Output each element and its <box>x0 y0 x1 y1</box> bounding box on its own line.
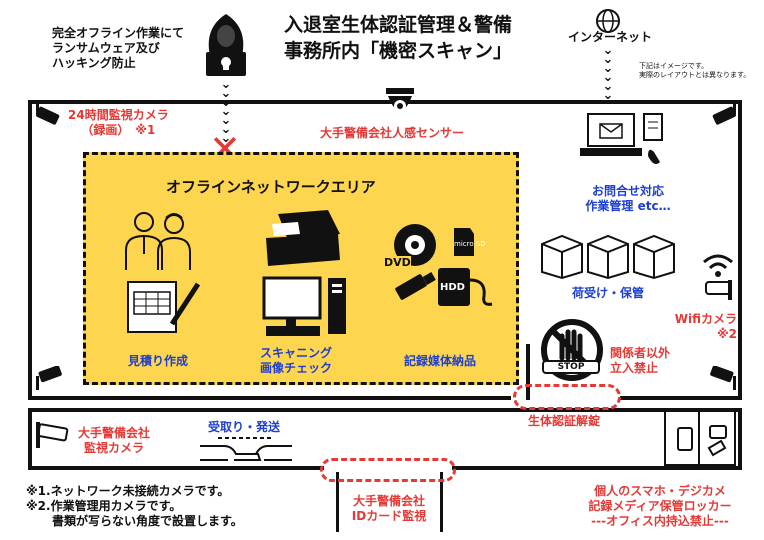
staff-icon <box>125 212 191 270</box>
usb-stick-icon <box>395 272 436 300</box>
biometric-door-zone <box>513 384 621 410</box>
lower-wall-left <box>28 408 32 468</box>
internet-arrows: ⌄⌄⌄⌄⌄⌄ <box>602 43 614 103</box>
gate-right-post <box>440 472 443 532</box>
scanning-label: スキャニング 画像チェック <box>259 346 332 375</box>
estimate-document-icon <box>127 281 201 333</box>
camera-icon-top-left <box>36 100 60 125</box>
dvd-label: DVD <box>384 256 411 269</box>
wall-top <box>28 100 742 104</box>
dome-sensor-icon <box>386 88 414 112</box>
id-gate-zone <box>320 458 456 482</box>
cardboard-boxes-icon <box>541 234 675 280</box>
security-camera-label: 大手警備会社 監視カメラ <box>77 426 150 455</box>
id-check-label: 大手警備会社 IDカード監視 <box>351 494 427 523</box>
lower-wall-right <box>738 408 742 468</box>
camera-24h-label: 24時間監視カメラ （録画） ※1 <box>68 108 169 137</box>
camera-icon-bottom-right <box>710 366 736 390</box>
wifi-camera-label: Wifiカメラ ※2 <box>674 312 737 341</box>
wall-left <box>28 100 32 400</box>
internet-label: インターネット <box>568 30 653 44</box>
locker-icon <box>664 410 736 466</box>
biometric-label: 生体認証解錠 <box>528 414 601 428</box>
dvd-disc-icon <box>394 224 436 266</box>
microsd-label: micro SD <box>454 240 486 248</box>
sensor-label: 大手警備会社人感センサー <box>320 126 465 140</box>
estimate-label: 見積り作成 <box>128 354 189 368</box>
lower-wall-bottom-right <box>452 466 742 470</box>
inquiry-label: お問合せ対応 作業管理 etc… <box>585 184 671 213</box>
lower-wall-top <box>28 408 742 412</box>
globe-icon <box>596 9 620 33</box>
wall-mid-right <box>620 396 742 400</box>
locker-label: 個人のスマホ・デジカメ 記録メディア保管ロッカー ---オフィス内持込禁止--- <box>588 484 732 528</box>
footnotes: ※1.ネットワーク未接続カメラです。 ※2.作業管理用カメラです。 書類が写らな… <box>26 484 243 528</box>
handover-hands-icon <box>200 437 292 461</box>
camera-icon-bottom-left <box>36 366 62 390</box>
media-delivery-label: 記録媒体納品 <box>404 354 477 368</box>
hdd-label: HDD <box>440 282 465 293</box>
security-camera-icon <box>36 422 69 448</box>
door-post <box>526 344 530 400</box>
office-laptop-icon <box>580 113 663 164</box>
microsd-card-icon <box>454 228 474 256</box>
receiving-label: 荷受け・保管 <box>572 286 645 300</box>
scanner-icon <box>266 210 340 266</box>
handover-label: 受取り・発送 <box>208 420 281 434</box>
stop-badge: STOP <box>542 360 600 374</box>
camera-icon-top-right <box>712 100 736 125</box>
wall-mid-left <box>28 396 511 400</box>
gate-left-post <box>336 472 339 532</box>
hacker-icon <box>206 14 246 76</box>
page-title: 入退室生体認証管理＆警備 事務所内「機密スキャン」 <box>283 14 512 62</box>
no-entry-label: 関係者以外 立入禁止 <box>610 346 671 375</box>
desktop-pc-icon <box>262 276 346 336</box>
wall-right <box>738 100 742 400</box>
hacker-note: 完全オフライン作業にて ランサムウェア及び ハッキング防止 <box>52 26 185 70</box>
lower-wall-bottom-left <box>28 466 324 470</box>
hdd-icon <box>438 268 493 306</box>
zone-title: オフラインネットワークエリア <box>166 178 376 196</box>
wifi-camera-icon <box>703 254 733 300</box>
disclaimer: 下記はイメージです。 実際のレイアウトとは異なります。 <box>639 62 751 79</box>
locker-contents-icon <box>677 425 727 457</box>
